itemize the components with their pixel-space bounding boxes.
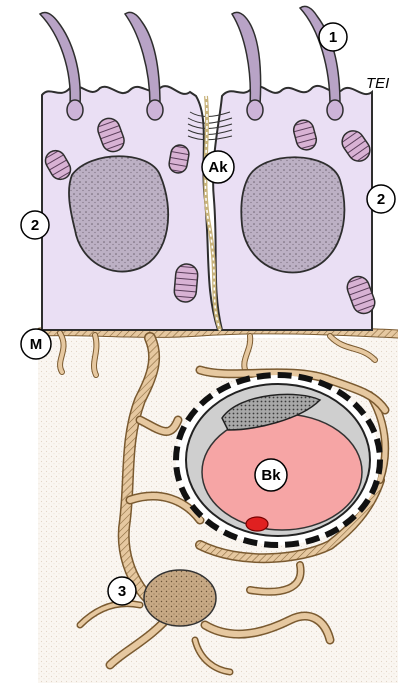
svg-text:1: 1 <box>329 29 337 46</box>
marker-vessel: Bk <box>255 459 287 491</box>
svg-text:3: 3 <box>118 583 126 600</box>
epithelial-nucleus-right <box>241 157 344 272</box>
red-blood-cell <box>246 517 268 531</box>
fibroblast-nucleus <box>144 570 216 626</box>
svg-text:Bk: Bk <box>261 467 281 484</box>
svg-text:2: 2 <box>377 191 385 208</box>
tissue-tag: TEI <box>366 75 389 92</box>
marker-membrane: M <box>21 329 51 359</box>
svg-text:2: 2 <box>31 217 39 234</box>
marker-fibroblast: 3 <box>108 577 136 605</box>
marker-cilium: 1 <box>319 23 347 51</box>
marker-epithelial-right: 2 <box>367 185 395 213</box>
marker-epithelial-left: 2 <box>21 211 49 239</box>
svg-text:Ak: Ak <box>208 159 228 176</box>
svg-text:M: M <box>30 336 43 353</box>
marker-junction: Ak <box>202 151 234 183</box>
